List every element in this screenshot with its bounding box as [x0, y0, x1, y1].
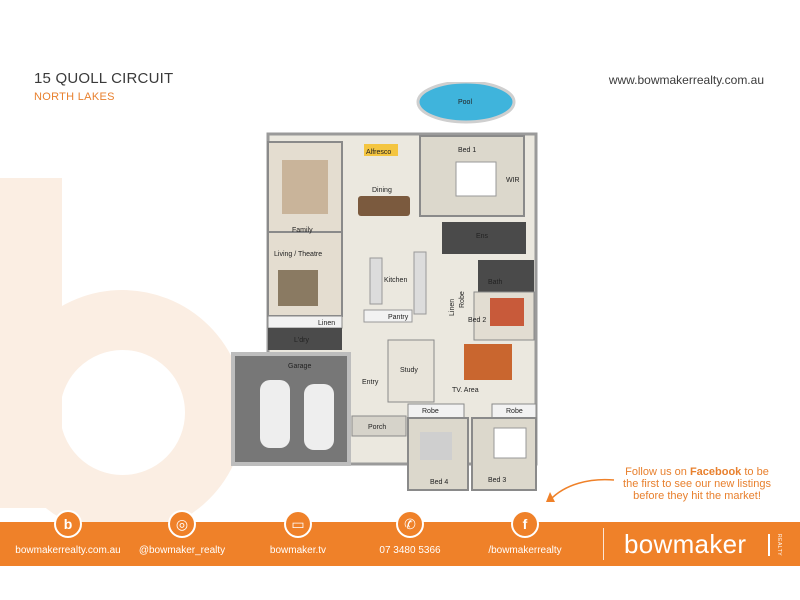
bed1-bed [455, 161, 497, 197]
footer-phone-label: 07 3480 5366 [379, 545, 441, 556]
brand-logo: bowmaker [624, 529, 747, 559]
pool-shape [416, 82, 516, 124]
pantry-room [363, 309, 413, 323]
room-label-bath: Bath [488, 279, 503, 286]
footer-phone[interactable]: ✆ 07 3480 5366 [370, 510, 450, 566]
room-label-linen-2: Linen [449, 299, 456, 316]
room-label-dining: Dining [372, 187, 392, 194]
footer-tv-label: bowmaker.tv [269, 545, 327, 556]
facebook-icon: f [511, 510, 539, 538]
bed4-bed [420, 432, 452, 460]
footer-bar: b bowmakerrealty.com.au ◎ @bowmaker_real… [0, 510, 800, 566]
room-label-robe-1: Robe [459, 291, 466, 308]
room-label-ens: Ens [476, 233, 489, 240]
study-room [387, 339, 435, 403]
footer-website-label: bowmakerrealty.com.au [15, 545, 121, 556]
listing-address: 15 QUOLL CIRCUIT [34, 70, 174, 87]
room-label-robe-2: Robe [422, 408, 439, 415]
footer-instagram-label: @bowmaker_realty [138, 545, 226, 556]
footer-divider [603, 528, 604, 560]
promo-line1-post: to be [741, 466, 769, 478]
room-label-family: Family [292, 227, 313, 234]
room-label-bed3: Bed 3 [488, 477, 506, 484]
room-label-laundry: L'dry [294, 337, 309, 344]
website-link[interactable]: www.bowmakerrealty.com.au [608, 73, 764, 87]
porch-area [351, 415, 407, 437]
footer-facebook[interactable]: f /bowmakerrealty [478, 510, 572, 566]
listing-suburb: NORTH LAKES [34, 91, 115, 103]
room-label-garage: Garage [288, 363, 311, 370]
background-b-logo-bowl [0, 290, 245, 535]
living-rug [278, 270, 318, 306]
laundry-room [268, 328, 342, 350]
brand-bar [768, 534, 770, 556]
car-left [260, 380, 290, 448]
promo-facebook: Facebook [689, 466, 742, 478]
footer-facebook-label: /bowmakerrealty [488, 545, 562, 556]
kitchen-island [369, 257, 383, 305]
room-label-pantry: Pantry [388, 314, 409, 321]
room-label-living: Living / Theatre [274, 251, 322, 258]
room-label-tv-area: TV. Area [452, 387, 479, 394]
floor-plan: Pool [228, 82, 558, 492]
room-label-study: Study [400, 367, 418, 374]
bath-room [478, 260, 534, 292]
room-label-bed2: Bed 2 [468, 317, 486, 324]
instagram-icon: ◎ [168, 510, 196, 538]
bed3-bed [493, 427, 527, 459]
family-rug [282, 160, 328, 214]
bed2-bed [490, 298, 524, 326]
footer-instagram[interactable]: ◎ @bowmaker_realty [130, 510, 234, 566]
promo-line2: the first to see our new listings [623, 478, 771, 490]
ensuite-room [442, 222, 526, 254]
promo-line1-pre: Follow us on [625, 466, 690, 478]
room-label-kitchen: Kitchen [384, 277, 407, 284]
room-label-bed1: Bed 1 [458, 147, 476, 154]
room-label-robe-3: Robe [506, 408, 523, 415]
footer-website[interactable]: b bowmakerrealty.com.au [10, 510, 126, 566]
room-label-entry: Entry [362, 379, 379, 386]
room-label-pool: Pool [458, 99, 472, 106]
room-label-alfresco: Alfresco [366, 149, 391, 156]
car-right [304, 384, 334, 450]
room-label-bed4: Bed 4 [430, 479, 448, 486]
tv-area-rug [464, 344, 512, 380]
b-logo-icon: b [54, 510, 82, 538]
footer-tv[interactable]: ▭ bowmaker.tv [258, 510, 338, 566]
alfresco-table [364, 144, 398, 156]
promo-line3: before they hit the market! [633, 490, 761, 502]
kitchen-bench [413, 251, 427, 315]
brand-realty: REALTY [776, 534, 782, 557]
room-label-linen-1: Linen [318, 320, 335, 327]
facebook-promo: Follow us on Facebook to be the first to… [612, 466, 782, 502]
room-label-wir: WIR [506, 177, 520, 184]
phone-icon: ✆ [396, 510, 424, 538]
dining-table [358, 196, 410, 216]
room-label-porch: Porch [368, 424, 386, 431]
promo-arrow-icon [546, 478, 615, 502]
tv-icon: ▭ [284, 510, 312, 538]
